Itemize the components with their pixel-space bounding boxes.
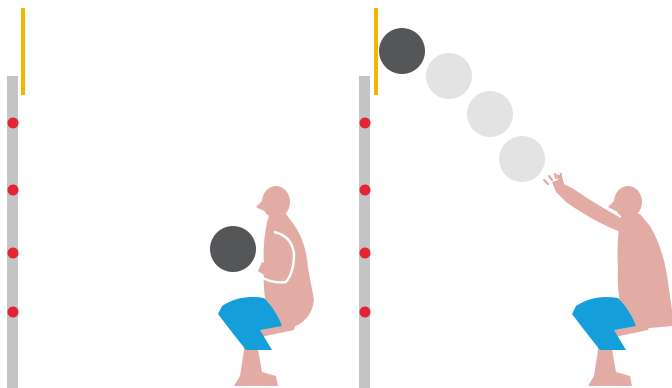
ball-trajectory <box>379 28 545 182</box>
wall-dot-right-3 <box>360 248 371 259</box>
wall-dot-left-4 <box>8 307 19 318</box>
wall-dot-right-1 <box>360 118 371 129</box>
wall-dot-left-1 <box>8 118 19 129</box>
target-line-right <box>374 8 378 95</box>
medicine-ball-at-target <box>379 28 425 74</box>
wall-dot-right-2 <box>360 185 371 196</box>
wall-dot-left-2 <box>8 185 19 196</box>
panel-throw-position <box>359 8 672 388</box>
wall-dot-left-3 <box>8 248 19 259</box>
medicine-ball-icon <box>210 226 256 272</box>
wall-dot-right-4 <box>360 307 371 318</box>
athlete-figure-right <box>544 174 672 386</box>
ball-ghost-2 <box>467 91 513 137</box>
target-line-left <box>21 8 25 95</box>
ball-ghost-1 <box>426 53 472 99</box>
athlete-figure-left <box>210 186 314 386</box>
ball-ghost-3 <box>499 136 545 182</box>
panel-start-position <box>7 8 314 388</box>
